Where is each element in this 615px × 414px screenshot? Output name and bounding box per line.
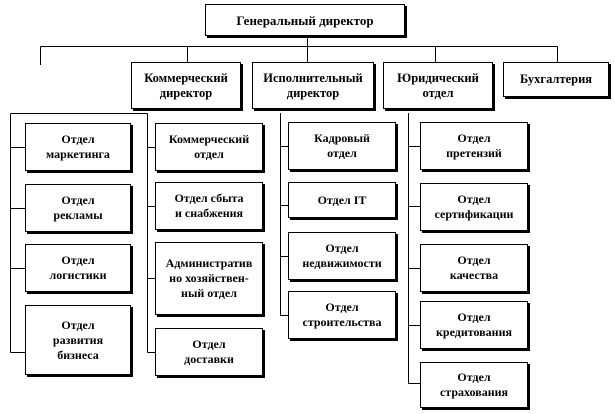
real-estate-department-box: Отдел недвижимости [288,232,396,280]
legal-department-box: Юридический отдел [383,62,493,109]
unit-label: Отдел качества [449,253,499,282]
commercial-director-box: Коммерческий директор [131,62,241,109]
unit-label: Отдел претензий [446,131,502,160]
hr-department-box: Кадровый отдел [288,122,396,170]
commercial-director-label: Коммерческий директор [144,70,228,100]
unit-label: Отдел доставки [184,337,234,366]
accounting-box: Бухгалтерия [503,62,609,97]
executive-director-label: Исполнительный директор [263,70,363,100]
unit-label: Отдел кредитования [436,310,512,339]
commercial-department-box: Коммерческий отдел [155,123,263,171]
unit-label: Отдел сертификации [434,192,514,221]
lending-department-box: Отдел кредитования [420,301,528,349]
construction-department-box: Отдел строительства [288,291,396,339]
unit-label: Отдел маркетинга [46,132,110,161]
administrative-department-box: Административ но хозяйствен- ный отдел [155,242,263,315]
legal-department-label: Юридический отдел [397,70,479,100]
general-director-label: Генеральный директор [236,12,374,28]
sales-supply-department-box: Отдел сбыта и снабжения [155,182,263,230]
unit-label: Отдел рекламы [53,193,103,222]
it-department-box: Отдел IT [288,182,396,218]
general-director-box: Генеральный директор [205,4,405,36]
executive-director-box: Исполнительный директор [252,62,374,109]
unit-label: Отдел логистики [49,253,107,282]
unit-label: Коммерческий отдел [168,132,250,161]
marketing-department-box: Отдел маркетинга [25,123,131,171]
certification-department-box: Отдел сертификации [420,183,528,231]
unit-label: Кадровый отдел [314,131,370,160]
unit-label: Административ но хозяйствен- ный отдел [165,256,253,300]
unit-label: Отдел страхования [439,370,509,399]
advertising-department-box: Отдел рекламы [25,184,131,232]
accounting-label: Бухгалтерия [519,72,593,86]
unit-label: Отдел развития бизнеса [52,317,104,362]
quality-department-box: Отдел качества [420,244,528,292]
business-development-department-box: Отдел развития бизнеса [25,305,131,375]
unit-label: Отдел недвижимости [302,241,382,270]
insurance-department-box: Отдел страхования [420,362,528,408]
unit-label: Отдел сбыта и снабжения [174,191,244,220]
delivery-department-box: Отдел доставки [155,328,263,376]
logistics-department-box: Отдел логистики [25,244,131,292]
claims-department-box: Отдел претензий [420,122,528,170]
unit-label: Отдел строительства [302,300,382,329]
unit-label: Отдел IT [317,192,367,207]
